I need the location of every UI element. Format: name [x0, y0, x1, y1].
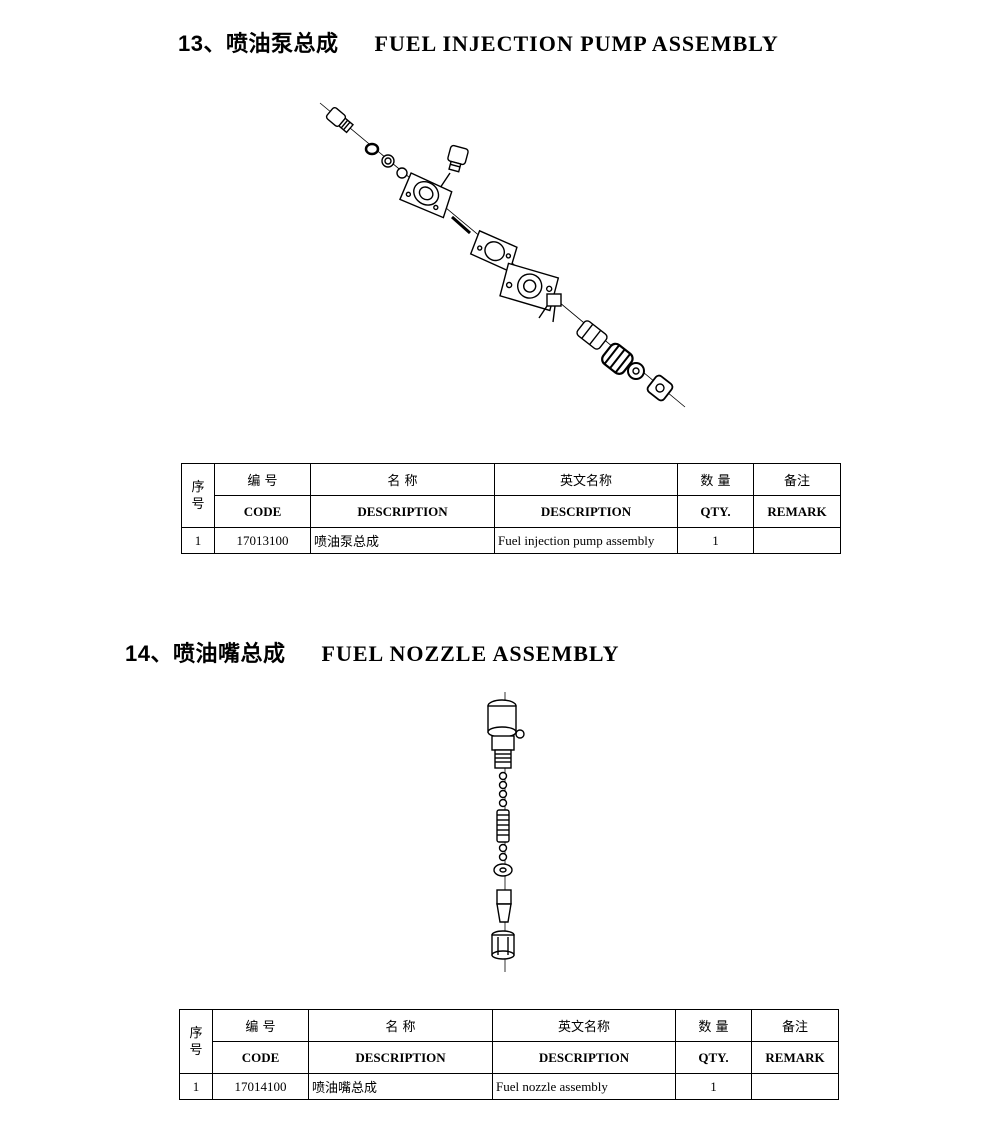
remark-cell: [753, 527, 841, 554]
description-cell: Fuel injection pump assembly: [494, 527, 678, 554]
section-14-title-en: FUEL NOZZLE ASSEMBLY: [321, 641, 620, 666]
remark-header: REMARK: [751, 1041, 839, 1074]
table-row: 1 17013100 喷油泵总成 Fuel injection pump ass…: [181, 527, 841, 554]
section-13-number: 13、: [178, 31, 226, 56]
qty-header: QTY.: [675, 1041, 752, 1074]
name-desc-header: DESCRIPTION: [308, 1041, 493, 1074]
qty-cell: 1: [675, 1073, 752, 1100]
section-14-number: 14、: [125, 641, 173, 666]
seq-cell: 1: [181, 527, 215, 554]
fuel-injection-pump-diagram: [319, 102, 686, 408]
table-header-row-cn: 序号 编 号 名 称 英文名称 数 量 备注: [181, 463, 841, 528]
section-14-title: 14、喷油嘴总成 FUEL NOZZLE ASSEMBLY: [125, 636, 619, 668]
table-row: 1 17014100 喷油嘴总成 Fuel nozzle assembly 1: [179, 1073, 839, 1100]
fuel-nozzle-diagram: [487, 692, 525, 972]
name-cell: 喷油嘴总成: [308, 1073, 493, 1100]
qty-header-cn: 数 量: [675, 1009, 752, 1042]
qty-header: QTY.: [677, 495, 754, 528]
code-header: CODE: [212, 1041, 309, 1074]
name-header-cn: 名 称: [308, 1009, 493, 1042]
code-header-cn: 编 号: [214, 463, 311, 496]
table-header-row-en: CODE DESCRIPTION DESCRIPTION QTY. REMARK: [182, 495, 841, 528]
desc-en-header-cn: 英文名称: [494, 463, 678, 496]
description-cell: Fuel nozzle assembly: [492, 1073, 676, 1100]
code-header-cn: 编 号: [212, 1009, 309, 1042]
section-14-parts-table: 序号 编 号 名 称 英文名称 数 量 备注 CODE DESCRIPTION …: [179, 1009, 839, 1100]
name-cell: 喷油泵总成: [310, 527, 495, 554]
desc-en-header: DESCRIPTION: [494, 495, 678, 528]
seq-header: 序号: [181, 463, 215, 528]
remark-header-cn: 备注: [753, 463, 841, 496]
section-14-title-cn: 喷油嘴总成: [172, 642, 286, 667]
code-header: CODE: [214, 495, 311, 528]
section-13-title: 13、喷油泵总成 FUEL INJECTION PUMP ASSEMBLY: [178, 26, 779, 58]
section-13-parts-table: 序号 编 号 名 称 英文名称 数 量 备注 CODE DESCRIPTION …: [181, 463, 841, 554]
table-header-row-en: CODE DESCRIPTION DESCRIPTION QTY. REMARK: [180, 1041, 839, 1074]
code-cell: 17013100: [214, 527, 311, 554]
seq-header: 序号: [179, 1009, 213, 1074]
remark-cell: [751, 1073, 839, 1100]
desc-en-header: DESCRIPTION: [492, 1041, 676, 1074]
seq-cell: 1: [179, 1073, 213, 1100]
remark-header: REMARK: [753, 495, 841, 528]
section-13-title-en: FUEL INJECTION PUMP ASSEMBLY: [374, 31, 779, 56]
section-13-title-cn: 喷油泵总成: [225, 32, 339, 57]
name-desc-header: DESCRIPTION: [310, 495, 495, 528]
code-cell: 17014100: [212, 1073, 309, 1100]
qty-cell: 1: [677, 527, 754, 554]
qty-header-cn: 数 量: [677, 463, 754, 496]
name-header-cn: 名 称: [310, 463, 495, 496]
remark-header-cn: 备注: [751, 1009, 839, 1042]
table-header-row-cn: 序号 编 号 名 称 英文名称 数 量 备注: [179, 1009, 839, 1074]
desc-en-header-cn: 英文名称: [492, 1009, 676, 1042]
